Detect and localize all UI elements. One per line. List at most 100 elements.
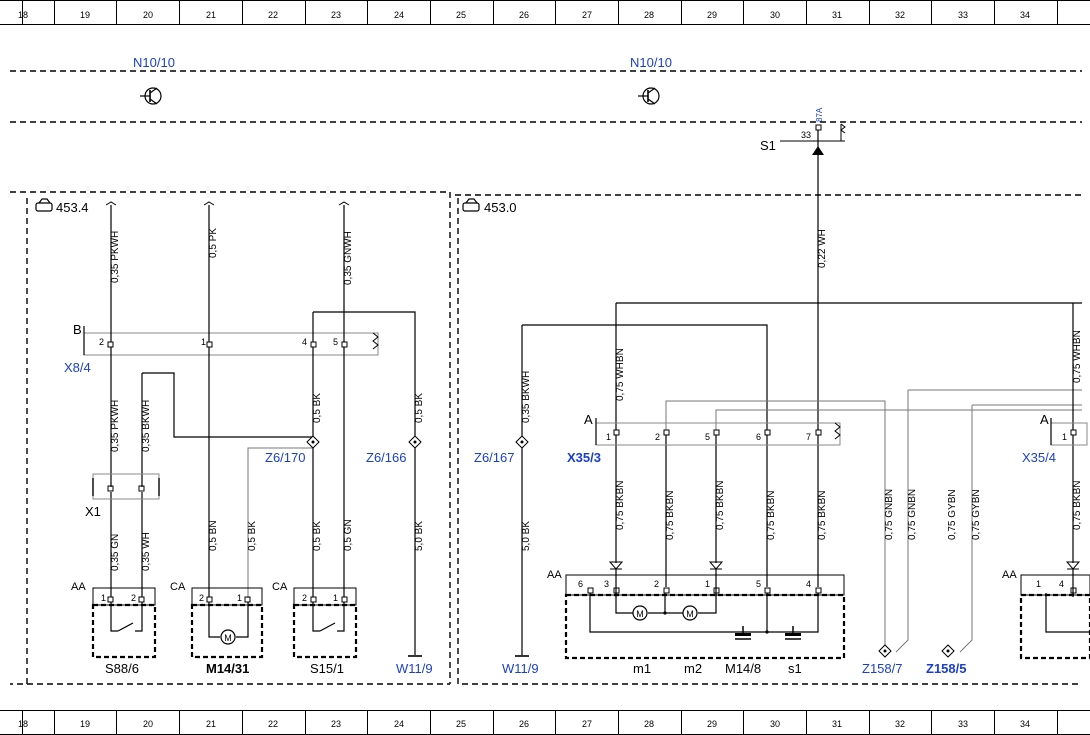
column-number: 29 [707,10,717,20]
motor-symbol: M [636,609,644,619]
wire-label: 0,5 PK [208,228,219,258]
wire-label: 0,35 BKWH [141,400,152,452]
wire-label: 0,75 GNBN [907,489,918,540]
column-number: 21 [206,719,216,729]
pin-number: 4 [1059,579,1064,589]
pin-number: 3 [604,579,609,589]
pin-number: 5 [756,579,761,589]
pin-number: 7 [806,432,811,442]
wire-label: 0,35 GNWH [343,231,354,285]
column-number: 30 [770,10,780,20]
component-s15-1: CA 2 1 S15/1 [272,581,358,676]
relay-terminal: 33 [801,130,811,140]
splice-z6-170: Z6/170 [265,435,320,465]
wire-label: 0,75 GYBN [947,489,958,540]
column-number: 25 [456,10,466,20]
column-number: 27 [582,10,592,20]
wire-label: 0,75 BKBN [766,491,777,540]
wire-label: 0,5 BK [312,521,323,551]
wire-label: 0,75 BKBN [665,491,676,540]
wire-label: 0,35 PKWH [110,231,121,283]
relay-pin-label: 87A [815,107,824,122]
car-icon [462,198,480,212]
sub-component-label: m2 [684,661,702,676]
motor-symbol: M [686,609,694,619]
wire-label: 0,75 BKBN [817,491,828,540]
motor-icon [220,629,236,645]
component-code: CA [170,581,186,593]
column-number: 33 [958,10,968,20]
column-ruler-bottom: 18 19 20 21 22 23 24 25 26 27 28 29 30 3… [0,710,1090,735]
section-code-left: 453.4 [56,200,89,215]
wire-label: 0,35 WH [141,532,152,571]
splice-label: Z6/167 [474,450,514,465]
pin-number: 1 [237,593,242,603]
splice-label: Z158/7 [862,661,902,676]
column-number: 21 [206,10,216,20]
column-number: 32 [895,10,905,20]
splice-label: Z6/170 [265,450,305,465]
column-number: 22 [268,719,278,729]
section-frame-left: 453.4 [10,191,451,685]
wire-label: 0,35 PKWH [110,400,121,452]
pin-number: 1 [705,579,710,589]
sub-component-label: m1 [633,661,651,676]
pin-number: 2 [199,593,204,603]
column-number: 33 [958,719,968,729]
wire-label: 5,0 BK [521,521,532,551]
component-m14-8: AA 6 3 2 1 5 4 M M m1 m2 [547,569,846,676]
splice-label: Z6/166 [366,450,406,465]
pin-number: 2 [654,579,659,589]
connector-x35-3: A X35/3 1 2 5 6 7 [567,412,841,465]
module-band-n10-10: N10/10 N10/10 33 87A S1 [10,55,1082,155]
column-number: 28 [644,719,654,729]
component-code: AA [1002,569,1017,581]
column-number: 32 [895,719,905,729]
column-number: 25 [456,719,466,729]
wire-label: 0,35 BKWH [521,371,532,423]
column-number: 22 [268,10,278,20]
column-number: 26 [519,10,529,20]
component-name: S15/1 [310,661,344,676]
column-number: 26 [519,719,529,729]
column-number: 31 [832,10,842,20]
motor-icon [682,605,698,621]
connector-letter: A [1040,412,1049,427]
sub-component-label: s1 [788,661,802,676]
wire-label: 0,75 BKBN [715,481,726,530]
connector-x1: X1 [85,473,160,519]
splice-label: Z158/5 [926,661,966,676]
connector-label: X1 [85,504,101,519]
column-number: 18 [18,719,28,729]
pin-number: 2 [655,432,660,442]
wire-labels-left: 0,35 PKWH 0,5 PK 0,35 GNWH 0,35 PKWH 0,3… [110,228,425,571]
wires-right [515,155,1082,657]
connector-x8-4: B X8/4 2 1 4 5 [64,322,379,375]
wire-label: 0,5 BK [312,393,323,423]
column-number: 34 [1020,719,1030,729]
pin-number: 1 [201,337,206,347]
component-code: AA [547,569,562,581]
pin-number: 5 [333,337,338,347]
section-code-right: 453.0 [484,200,517,215]
pin-number: 1 [101,593,106,603]
pin-number: 2 [302,593,307,603]
component-name: M14/8 [725,661,761,676]
connector-letter: A [584,412,593,427]
module-label-right: N10/10 [630,55,672,70]
wire-label: 0,5 BK [247,521,258,551]
column-number: 34 [1020,10,1030,20]
connector-label: X35/3 [567,450,601,465]
wire-label: 0,75 GYBN [971,489,982,540]
wire-label: 5,0 BK [414,521,425,551]
splice-z158-5: Z158/5 [926,644,966,676]
wire-label: 0,5 BK [414,393,425,423]
column-number: 20 [143,719,153,729]
splice-z158-7: Z158/7 [862,644,902,676]
column-number: 23 [331,10,341,20]
component-code: CA [272,581,288,593]
column-number: 19 [80,10,90,20]
column-number: 30 [770,719,780,729]
splice-z6-167: Z6/167 [474,435,529,465]
